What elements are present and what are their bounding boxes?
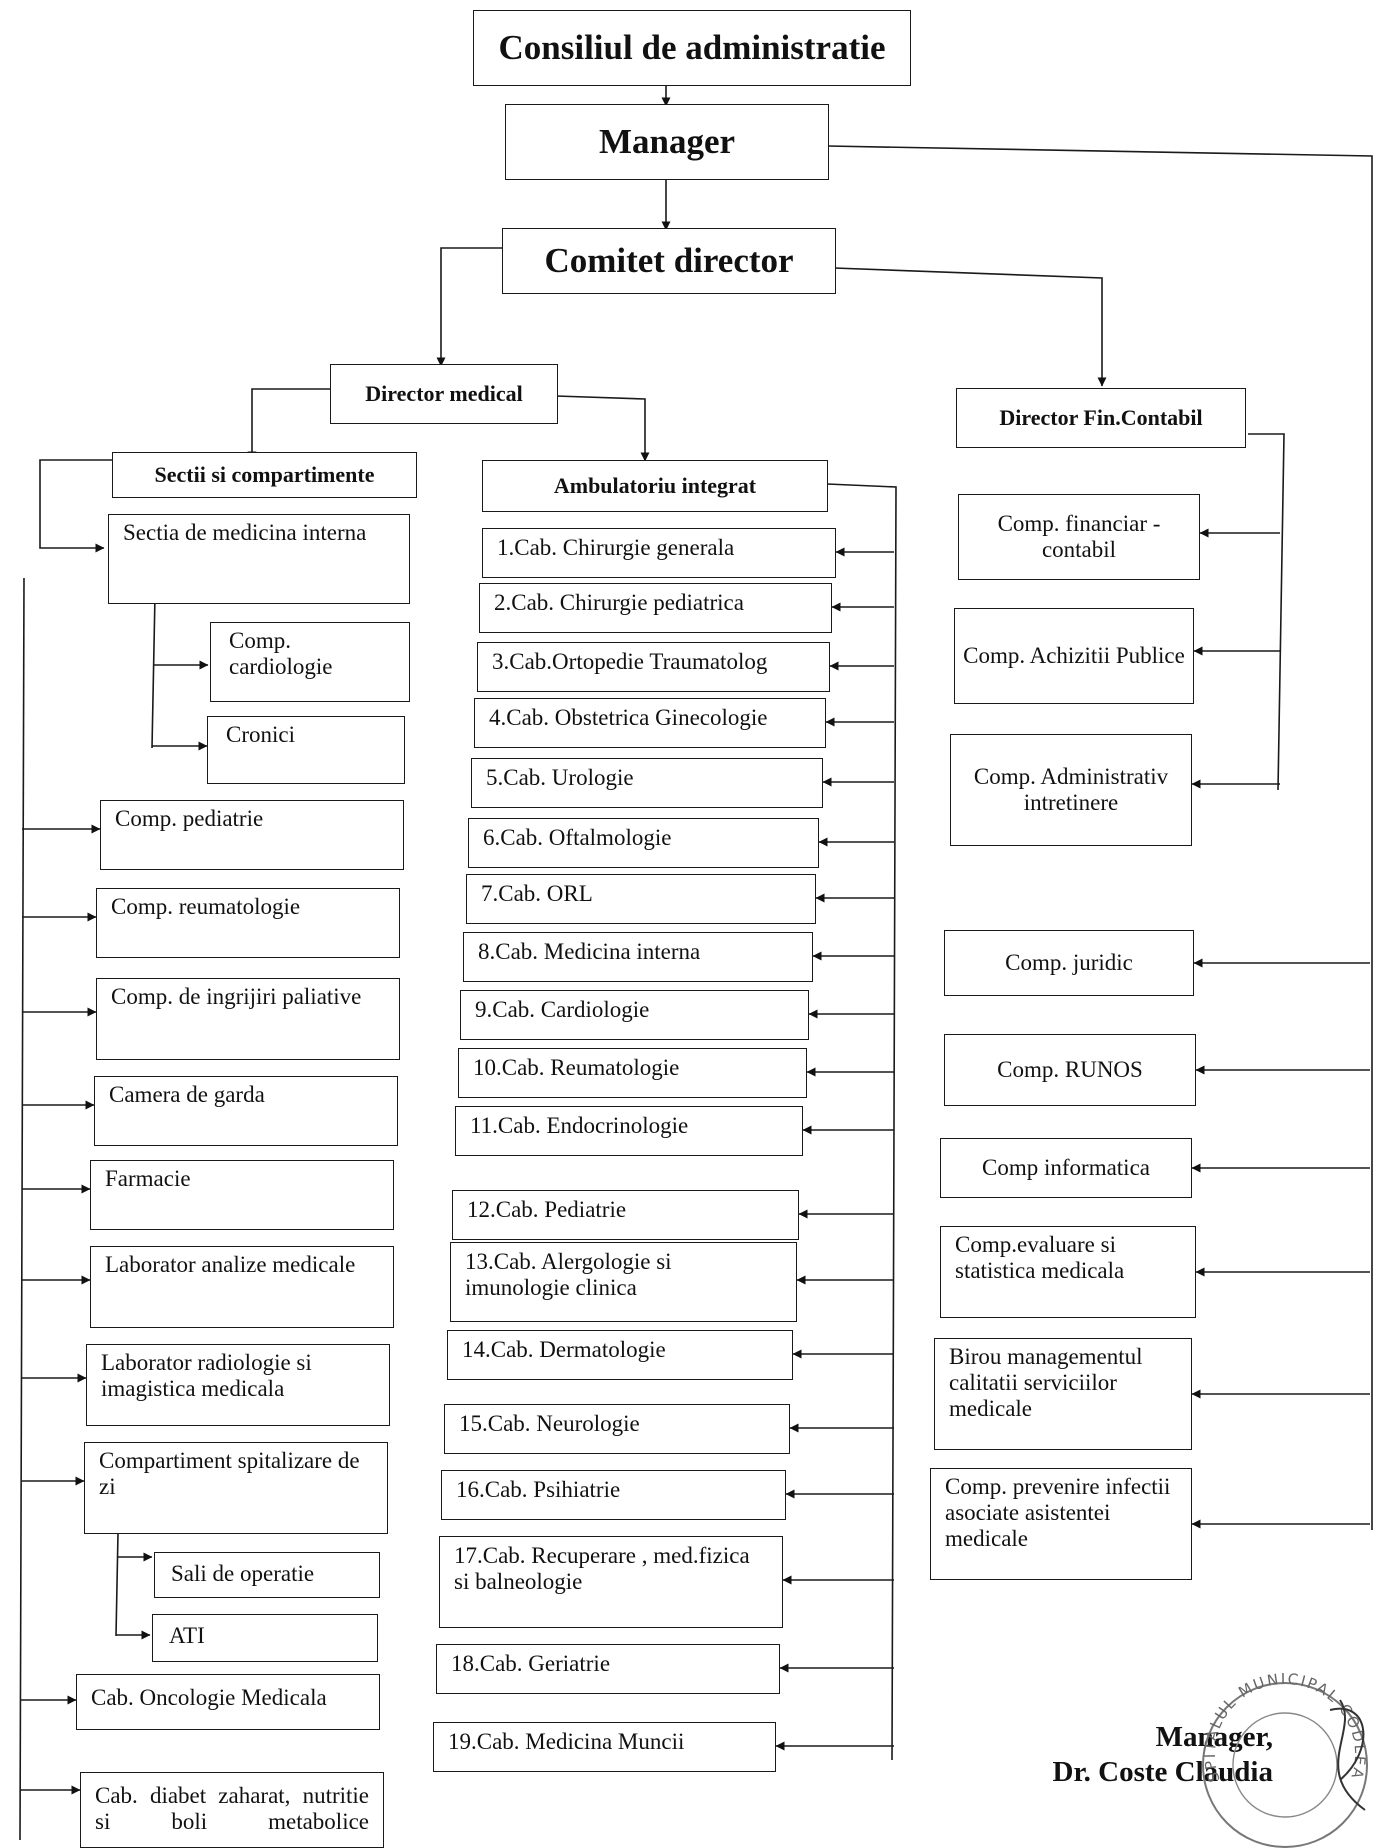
director-medical-box: Director medical — [330, 364, 558, 424]
manager-direct-item-3: Comp informatica — [940, 1138, 1192, 1198]
ambulatory-item-17: 17.Cab. Recuperare , med.fizica si balne… — [439, 1536, 783, 1628]
section-item-comp-pediatrie: Comp. pediatrie — [100, 800, 404, 870]
ambulatory-item-8: 8.Cab. Medicina interna — [463, 932, 813, 982]
ambulatory-item-6: 6.Cab. Oftalmologie — [468, 818, 819, 868]
manager-direct-item-4: Comp.evaluare si statistica medicala — [940, 1226, 1196, 1318]
manager-direct-item-2: Comp. RUNOS — [944, 1034, 1196, 1106]
sections-operating-rooms: Sali de operatie — [154, 1552, 380, 1598]
director-financial-box: Director Fin.Contabil — [956, 388, 1246, 448]
signature-role: Manager, — [1155, 1721, 1273, 1753]
ambulatory-item-2: 2.Cab. Chirurgie pediatrica — [479, 583, 832, 633]
ambulatory-item-5: 5.Cab. Urologie — [471, 758, 823, 808]
ambulatory-header: Ambulatoriu integrat — [482, 460, 828, 512]
finance-item-1: Comp. financiar -contabil — [958, 494, 1200, 580]
sections-oncology: Cab. Oncologie Medicala — [76, 1674, 380, 1730]
ambulatory-item-12: 12.Cab. Pediatrie — [452, 1190, 799, 1240]
sections-cardiology: Comp. cardiologie — [210, 622, 410, 702]
section-item-laborator-radiologie-si-imagistica-medicala: Laborator radiologie si imagistica medic… — [86, 1344, 390, 1426]
section-item-farmacie: Farmacie — [90, 1160, 394, 1230]
section-item-compartiment-spitalizare-de-zi: Compartiment spitalizare de zi — [84, 1442, 388, 1534]
board-box: Consiliul de administratie — [473, 10, 911, 86]
ambulatory-item-16: 16.Cab. Psihiatrie — [441, 1470, 786, 1520]
sections-diabetes: Cab. diabet zaharat, nutritie si boli me… — [80, 1772, 384, 1848]
ambulatory-item-11: 11.Cab. Endocrinologie — [455, 1106, 803, 1156]
sections-icu: ATI — [152, 1614, 378, 1662]
ambulatory-item-14: 14.Cab. Dermatologie — [447, 1330, 793, 1380]
finance-item-2: Comp. Achizitii Publice — [954, 608, 1194, 704]
section-item-comp-reumatologie: Comp. reumatologie — [96, 888, 400, 958]
finance-item-3: Comp. Administrativ intretinere — [950, 734, 1192, 846]
ambulatory-item-4: 4.Cab. Obstetrica Ginecologie — [474, 698, 826, 748]
ambulatory-item-18: 18.Cab. Geriatrie — [436, 1644, 780, 1694]
manager-box: Manager — [505, 104, 829, 180]
section-item-camera-de-garda: Camera de garda — [94, 1076, 398, 1146]
sections-chronic: Cronici — [207, 716, 405, 784]
section-item-comp-de-ingrijiri-paliative: Comp. de ingrijiri paliative — [96, 978, 400, 1060]
ambulatory-item-19: 19.Cab. Medicina Muncii — [433, 1722, 776, 1772]
ambulatory-item-7: 7.Cab. ORL — [466, 874, 816, 924]
ambulatory-item-10: 10.Cab. Reumatologie — [458, 1048, 807, 1098]
ambulatory-item-9: 9.Cab. Cardiologie — [460, 990, 809, 1040]
committee-box: Comitet director — [502, 228, 836, 294]
ambulatory-item-3: 3.Cab.Ortopedie Traumatolog — [477, 642, 830, 692]
sections-internal-medicine: Sectia de medicina interna — [108, 514, 410, 604]
section-item-laborator-analize-medicale: Laborator analize medicale — [90, 1246, 394, 1328]
hospital-stamp-seal: SPITALUL MUNICIPAL CODLEA — [1201, 1670, 1368, 1848]
signature-block: Manager, Dr. Coste Claudia — [1053, 1720, 1273, 1791]
manager-direct-item-1: Comp. juridic — [944, 930, 1194, 996]
manager-direct-item-5: Birou managementul calitatii serviciilor… — [934, 1338, 1192, 1450]
ambulatory-item-13: 13.Cab. Alergologie si imunologie clinic… — [450, 1242, 797, 1322]
ambulatory-item-15: 15.Cab. Neurologie — [444, 1404, 790, 1454]
ambulatory-item-1: 1.Cab. Chirurgie generala — [482, 528, 836, 578]
manager-direct-item-6: Comp. prevenire infectii asociate asiste… — [930, 1468, 1192, 1580]
sections-header: Sectii si compartimente — [112, 452, 417, 498]
